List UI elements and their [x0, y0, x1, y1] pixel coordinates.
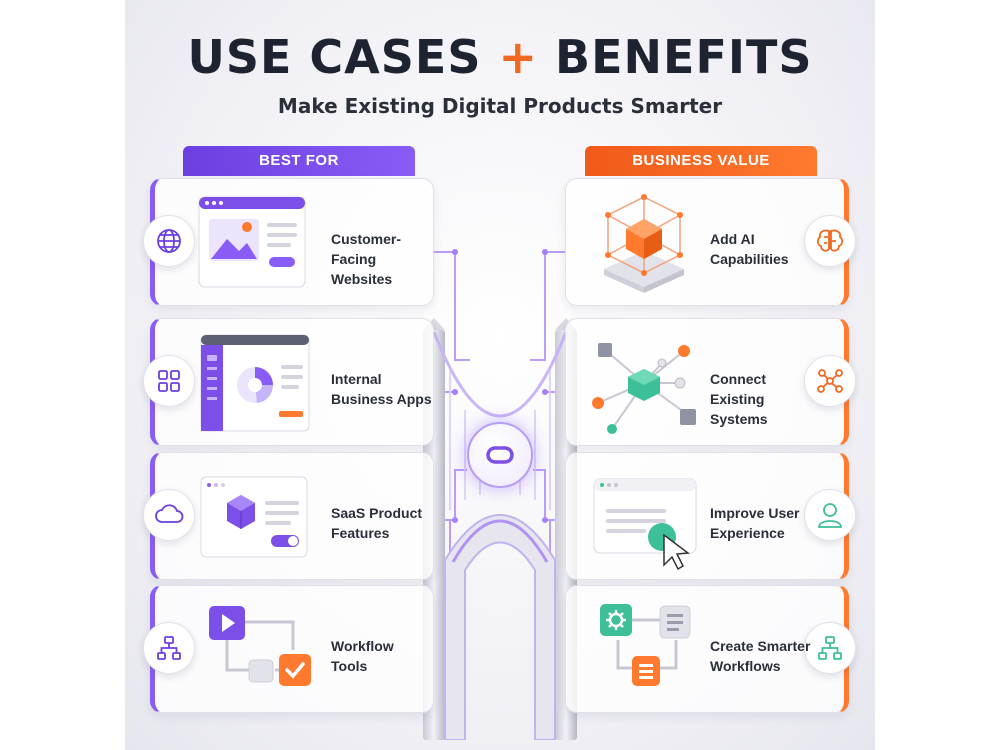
website-window-illustration — [198, 196, 306, 288]
page-subtitle: Make Existing Digital Products Smarter — [277, 94, 723, 118]
user-icon — [804, 489, 856, 541]
globe-icon — [143, 215, 195, 267]
brain-icon — [804, 215, 856, 267]
link-hub — [467, 422, 533, 488]
page-title: USE CASES + BENEFITS — [125, 30, 875, 84]
network-illustration — [592, 343, 696, 434]
flowchart-icon — [804, 622, 856, 674]
link-icon — [486, 446, 514, 464]
ux-window-illustration — [593, 478, 697, 571]
ai-cube-illustration — [604, 194, 684, 293]
grid-icon — [143, 355, 195, 407]
workflow-illustration — [209, 606, 311, 686]
smart-workflow-illustration — [600, 604, 691, 686]
title-part1: USE CASES — [187, 30, 482, 84]
dashboard-illustration — [200, 334, 310, 432]
hierarchy-icon — [143, 622, 195, 674]
cloud-icon — [143, 489, 195, 541]
title-part2: BENEFITS — [555, 30, 813, 84]
business-value-header: BUSINESS VALUE — [585, 146, 817, 176]
saas-window-illustration — [200, 476, 308, 558]
best-for-header: BEST FOR — [183, 146, 415, 176]
title-plus: + — [498, 30, 539, 84]
infographic-canvas: USE CASES + BENEFITS Make Existing Digit… — [125, 0, 875, 750]
network-icon — [804, 355, 856, 407]
